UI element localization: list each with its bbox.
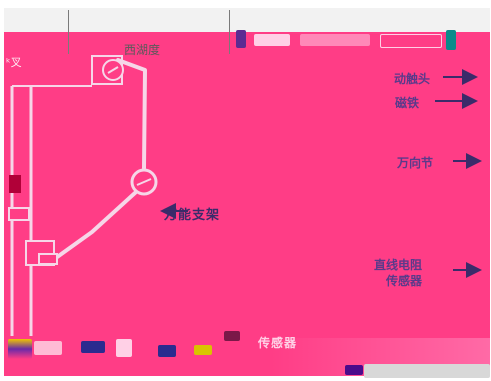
sensor-mount-label: 传感器	[258, 336, 298, 350]
top-center-text: 西湖度	[124, 43, 161, 57]
linear-sensor-label-line2: 传感器	[386, 274, 423, 288]
top-noise-3	[300, 34, 370, 46]
bottom-right-strip	[364, 364, 490, 378]
bottom-noise-3	[81, 341, 105, 353]
bottom-noise-6	[194, 345, 212, 355]
top-divider-2	[229, 10, 230, 54]
top-noise-4	[380, 34, 442, 48]
upper-arm	[116, 58, 147, 170]
lower-clamp-inner	[38, 253, 58, 265]
bottom-noise-5	[158, 345, 176, 357]
universal-joint-label: 万向节	[397, 156, 434, 170]
sensor-mount-icon	[224, 331, 240, 341]
center-joint-mark	[136, 178, 152, 186]
magnet-label: 磁铁	[395, 96, 420, 110]
bottom-noise-4	[116, 339, 132, 357]
bottom-noise-1	[8, 339, 32, 359]
top-strip	[4, 8, 490, 32]
top-left-text: ᵏ叉	[6, 56, 22, 69]
universal-bracket-label: 万能支架	[164, 208, 221, 223]
diagram-background	[4, 8, 490, 376]
bottom-noise-2	[34, 341, 62, 355]
top-noise-2	[254, 34, 290, 46]
linear-sensor-label-line1: 直线电阻	[374, 258, 423, 272]
top-noise-1	[236, 30, 246, 48]
lower-arm	[51, 190, 138, 262]
bottom-right-marker	[345, 365, 363, 375]
small-bracket	[8, 207, 30, 221]
dark-block	[9, 175, 21, 193]
moving-contact-label: 动触头	[394, 72, 431, 86]
top-noise-5	[446, 30, 456, 50]
top-divider-1	[68, 10, 69, 54]
top-joint-mark	[107, 66, 119, 74]
